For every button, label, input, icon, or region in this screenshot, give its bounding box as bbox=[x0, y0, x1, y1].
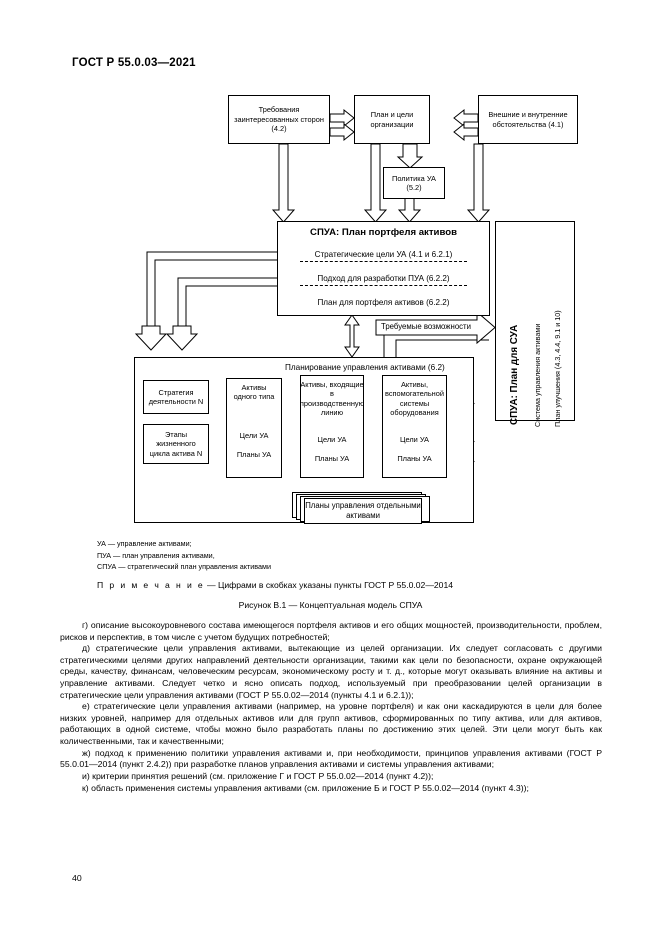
arrow-required-capabilities bbox=[375, 310, 496, 345]
spua-title: СПУА: План портфеля активов bbox=[310, 227, 457, 238]
paragraph-zh: ж) подход к применению политики управлен… bbox=[60, 747, 602, 770]
spua-line-3: План для портфеля активов (6.2.2) bbox=[317, 298, 450, 307]
arrow-circ-to-plan bbox=[453, 108, 479, 128]
legend-item-pua: ПУА — план управления активами, bbox=[97, 550, 215, 560]
box-assets-production-line: Активы, входящие в производственную лини… bbox=[300, 375, 364, 478]
box-label: Этапы жизненного цикла актива N bbox=[149, 429, 203, 458]
box-assets-single-type: Активы одного типа Цели УА Планы УА bbox=[226, 378, 282, 478]
box-label: План и цели организации bbox=[370, 110, 414, 129]
figure-caption: Рисунок В.1 — Концептуальная модель СПУА bbox=[238, 600, 423, 610]
stack-label: Планы управления отдельными активами bbox=[305, 501, 421, 520]
arrow-req-to-plan bbox=[329, 108, 355, 128]
box-asset-management-policy: Политика УА (5.2) bbox=[383, 167, 445, 199]
label-required-capabilities: Требуемые возможности bbox=[381, 322, 471, 331]
page-number: 40 bbox=[72, 873, 82, 883]
figure-b1: .ln { stroke:#000; stroke-width:1; fill:… bbox=[134, 95, 578, 524]
arrow-spua-to-planning-1 bbox=[134, 325, 168, 351]
line-spua-left-4 bbox=[185, 285, 278, 326]
spua-line-1: Стратегические цели УА (4.1 и 6.2.1) bbox=[314, 250, 453, 259]
box-label: Политика УА (5.2) bbox=[392, 173, 436, 192]
arrow-plan-to-spua bbox=[363, 143, 388, 223]
line-spua-left-3 bbox=[177, 277, 278, 326]
asset-col-goals: Цели УА bbox=[239, 430, 269, 440]
paragraph-k: к) область применения системы управления… bbox=[82, 782, 529, 793]
figure-legend: УА — управление активами; ПУА — план упр… bbox=[97, 538, 271, 573]
box-spua-asset-portfolio-plan: СПУА: План портфеля активов Стратегическ… bbox=[277, 221, 490, 316]
asset-col-head: Активы, вспомогательной системы оборудов… bbox=[385, 380, 444, 418]
paragraph-g: г) описание высокоуровневого состава име… bbox=[60, 620, 602, 642]
paragraph-d: д) стратегические цели управления актива… bbox=[60, 643, 602, 700]
paragraph-i: и) критерии принятия решений (см. прилож… bbox=[82, 770, 434, 781]
figure-note: П р и м е ч а н и е — Цифрами в скобках … bbox=[97, 580, 453, 590]
legend-item-ua: УА — управление активами; bbox=[97, 539, 192, 548]
planning-title: Планирование управления активами (6.2) bbox=[285, 363, 445, 372]
box-stakeholder-requirements: Требования заинтересованных сторон (4.2) bbox=[228, 95, 330, 144]
box-label: Внешние и внутренние обстоятельства (4.1… bbox=[488, 110, 568, 129]
arrow-circ-to-spua bbox=[466, 143, 491, 223]
page-title: ГОСТ Р 55.0.03—2021 bbox=[72, 57, 196, 69]
arrow-policy-to-spua bbox=[397, 195, 422, 223]
arrow-spua-planning-double bbox=[344, 314, 360, 358]
box-individual-asset-plans-stack: Планы управления отдельными активами bbox=[292, 492, 432, 524]
asset-col-plans: Планы УА bbox=[236, 450, 272, 460]
box-spua-plan-for-sua: СПУА: План для СУА Система управления ак… bbox=[495, 221, 575, 427]
asset-col-head: Активы, входящие в производственную лини… bbox=[299, 380, 365, 418]
asset-col-goals: Цели УА bbox=[400, 434, 429, 444]
box-external-internal-circumstances: Внешние и внутренние обстоятельства (4.1… bbox=[478, 95, 578, 144]
box-label: Стратегия деятельности N bbox=[148, 387, 204, 406]
asset-col-head: Активы одного типа bbox=[233, 383, 275, 402]
asset-col-plans: Планы УА bbox=[314, 454, 350, 464]
arrow-circ-to-plan-2 bbox=[453, 122, 479, 142]
note-label: П р и м е ч а н и е bbox=[97, 580, 205, 590]
arrow-req-to-plan-2 bbox=[329, 122, 355, 142]
sua-subtitle-1: Система управления активами bbox=[533, 323, 542, 427]
sua-title: СПУА: План для СУА bbox=[509, 324, 520, 425]
line-spua-left-1 bbox=[146, 251, 278, 326]
arrow-plan-to-policy bbox=[396, 143, 424, 169]
arrow-spua-to-planning-2 bbox=[165, 325, 199, 351]
asset-col-goals: Цели УА bbox=[317, 434, 347, 444]
stack-front: Планы управления отдельными активами bbox=[304, 498, 422, 524]
dashed-divider bbox=[300, 261, 467, 262]
arrow-req-to-spua bbox=[271, 143, 296, 223]
body-text: г) описание высокоуровневого состава име… bbox=[60, 620, 602, 794]
paragraph-e: е) стратегические цели управления актива… bbox=[60, 701, 602, 747]
box-organization-plan-goals: План и цели организации bbox=[354, 95, 430, 144]
box-activity-strategy-n: Стратегия деятельности N bbox=[143, 380, 209, 414]
box-assets-auxiliary-equipment: Активы, вспомогательной системы оборудов… bbox=[382, 375, 447, 478]
dashed-divider bbox=[300, 285, 467, 286]
sua-subtitle-2: План улучшения (4.3, 4.4, 9.1 и 10) bbox=[553, 310, 562, 427]
asset-col-plans: Планы УА bbox=[397, 454, 432, 464]
box-label: Требования заинтересованных сторон (4.2) bbox=[234, 105, 324, 134]
line-capability-2 bbox=[395, 339, 489, 357]
line-spua-left-2 bbox=[154, 259, 278, 326]
note-text: — Цифрами в скобках указаны пункты ГОСТ … bbox=[204, 580, 454, 590]
box-asset-lifecycle-stages-n: Этапы жизненного цикла актива N bbox=[143, 424, 209, 464]
legend-item-spua: СПУА — стратегический план управления ак… bbox=[97, 562, 271, 572]
spua-line-2: Подход для разработки ПУА (6.2.2) bbox=[317, 274, 450, 283]
